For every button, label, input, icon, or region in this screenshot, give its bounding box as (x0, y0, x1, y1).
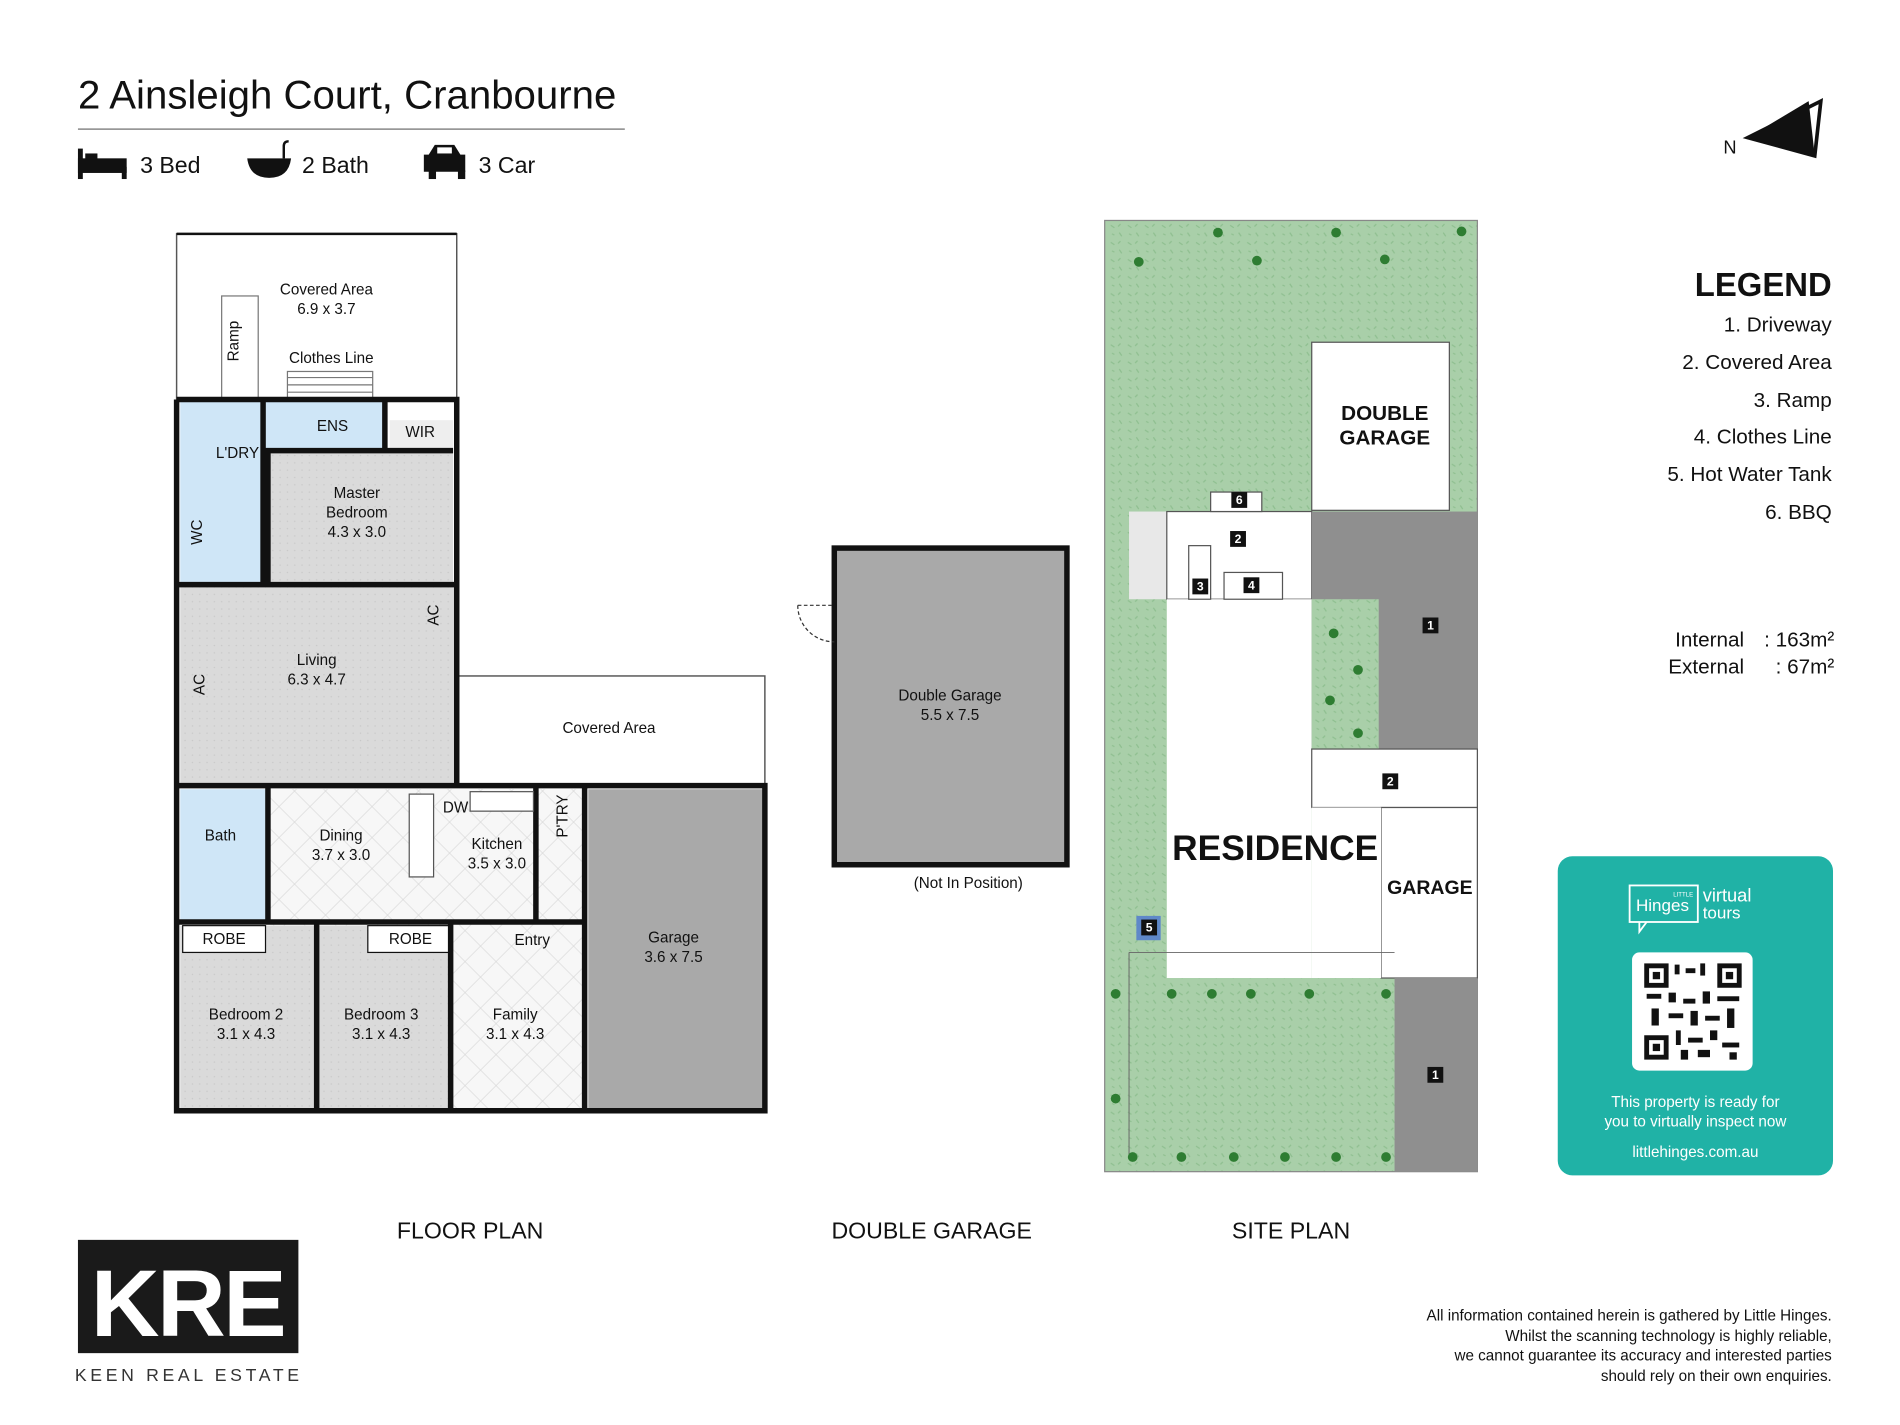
virtual-tour-card[interactable]: LITTLE Hinges virtual tours This propert… (1557, 856, 1834, 1176)
entry-label: Entry (514, 932, 550, 949)
garage-size: 3.6 x 7.5 (644, 949, 702, 966)
ac-label-2: AC (425, 604, 442, 625)
compass-label: N (1723, 136, 1736, 157)
promo-line-2: you to virtually inspect now (1604, 1114, 1787, 1131)
bath-label: Bath (205, 827, 236, 844)
car-count: 3 Car (479, 152, 536, 178)
internal-label: Internal (1675, 629, 1744, 652)
marker-5: 5 (1146, 921, 1153, 935)
legend-item: 5. Hot Water Tank (1667, 463, 1832, 486)
brand-tag-1: virtual (1703, 884, 1752, 905)
robe-label-1: ROBE (203, 931, 246, 948)
disclaimer-line: Whilst the scanning technology is highly… (1505, 1328, 1832, 1345)
living-size: 6.3 x 4.7 (287, 671, 345, 688)
marker-1a: 1 (1427, 619, 1434, 633)
legend-item: 4. Clothes Line (1694, 425, 1832, 448)
site-double-garage-label-2: GARAGE (1339, 427, 1430, 450)
dining-label: Dining (319, 827, 362, 844)
master-bedroom-label-2: Bedroom (326, 505, 388, 522)
bath-icon (247, 140, 292, 178)
legend-title: LEGEND (1695, 266, 1832, 303)
wc-label: WC (189, 520, 206, 545)
north-arrow-icon (1742, 97, 1824, 159)
external-label: External (1668, 656, 1744, 679)
bedroom3-label: Bedroom 3 (344, 1006, 418, 1023)
disclaimer-line: should rely on their own enquiries. (1601, 1368, 1832, 1385)
double-garage-label: Double Garage (898, 687, 1001, 704)
legend-item: 2. Covered Area (1682, 351, 1832, 374)
qr-code-icon (1644, 963, 1742, 1060)
page-title: 2 Ainsleigh Court, Cranbourne (78, 72, 616, 117)
garage-label: Garage (648, 930, 699, 947)
site-garage-label: GARAGE (1387, 877, 1472, 899)
marker-2a: 2 (1235, 532, 1242, 546)
wir-label: WIR (405, 424, 435, 441)
agency-logo-text: KRE (91, 1251, 284, 1357)
floor-plan: Covered Area 6.9 x 3.7 Ramp Clothes Line… (173, 232, 1070, 1114)
brand-name: Hinges (1636, 896, 1689, 915)
car-icon (423, 144, 466, 180)
agency-name: KEEN REAL ESTATE (75, 1365, 303, 1385)
double-garage-size: 5.5 x 7.5 (921, 707, 979, 724)
brand-small: LITTLE (1673, 891, 1693, 898)
ensuite-label: ENS (317, 418, 348, 435)
covered-area-top-label: Covered Area (280, 282, 374, 299)
bedroom3-size: 3.1 x 4.3 (352, 1026, 410, 1043)
double-garage-caption: DOUBLE GARAGE (831, 1218, 1031, 1244)
family-label: Family (493, 1006, 538, 1023)
legend-item: 3. Ramp (1754, 389, 1832, 412)
master-bedroom-label-1: Master (334, 485, 381, 502)
promo-url[interactable]: littlehinges.com.au (1632, 1144, 1758, 1161)
family-size: 3.1 x 4.3 (486, 1026, 544, 1043)
residence-label: RESIDENCE (1172, 829, 1378, 868)
double-garage-note: (Not In Position) (914, 875, 1023, 892)
covered-area-top-size: 6.9 x 3.7 (297, 301, 355, 318)
bedroom2-size: 3.1 x 4.3 (217, 1026, 275, 1043)
clothes-line-label: Clothes Line (289, 350, 374, 367)
site-plan-caption: SITE PLAN (1232, 1218, 1350, 1244)
site-plan: DOUBLE GARAGE RESIDENCE GARAGE 1 1 2 2 3… (1104, 219, 1478, 1173)
legend-item: 1. Driveway (1724, 313, 1833, 336)
marker-4: 4 (1248, 578, 1255, 592)
promo-line-1: This property is ready for (1611, 1094, 1779, 1111)
disclaimer-line: we cannot guarantee its accuracy and int… (1453, 1347, 1832, 1364)
disclaimer-line: All information contained herein is gath… (1427, 1307, 1832, 1324)
kitchen-label: Kitchen (472, 836, 523, 853)
site-double-garage-label-1: DOUBLE (1341, 402, 1428, 425)
marker-3: 3 (1197, 580, 1204, 594)
bedroom2-label: Bedroom 2 (209, 1006, 283, 1023)
laundry-label: L'DRY (216, 445, 259, 462)
robe-label-2: ROBE (389, 931, 432, 948)
dw-label: DW (443, 799, 469, 816)
internal-value: : 163m² (1764, 629, 1834, 652)
marker-1b: 1 (1432, 1068, 1439, 1082)
pantry-label: P'TRY (555, 794, 572, 837)
master-bedroom-size: 4.3 x 3.0 (328, 524, 386, 541)
covered-area-side-label: Covered Area (562, 720, 656, 737)
floor-plan-caption: FLOOR PLAN (397, 1218, 544, 1244)
external-value: : 67m² (1776, 656, 1835, 679)
marker-2b: 2 (1387, 775, 1394, 789)
bed-icon (77, 148, 127, 180)
ac-label-1: AC (192, 674, 209, 695)
bed-count: 3 Bed (140, 152, 200, 178)
dining-size: 3.7 x 3.0 (312, 847, 370, 864)
ramp-label: Ramp (226, 321, 243, 362)
living-label: Living (297, 652, 337, 669)
agency-logo: KRE KEEN REAL ESTATE (75, 1239, 303, 1385)
marker-6: 6 (1236, 493, 1243, 507)
bath-count: 2 Bath (302, 152, 369, 178)
kitchen-size: 3.5 x 3.0 (468, 855, 526, 872)
legend-item: 6. BBQ (1765, 501, 1832, 524)
brand-tag-2: tours (1703, 903, 1741, 922)
